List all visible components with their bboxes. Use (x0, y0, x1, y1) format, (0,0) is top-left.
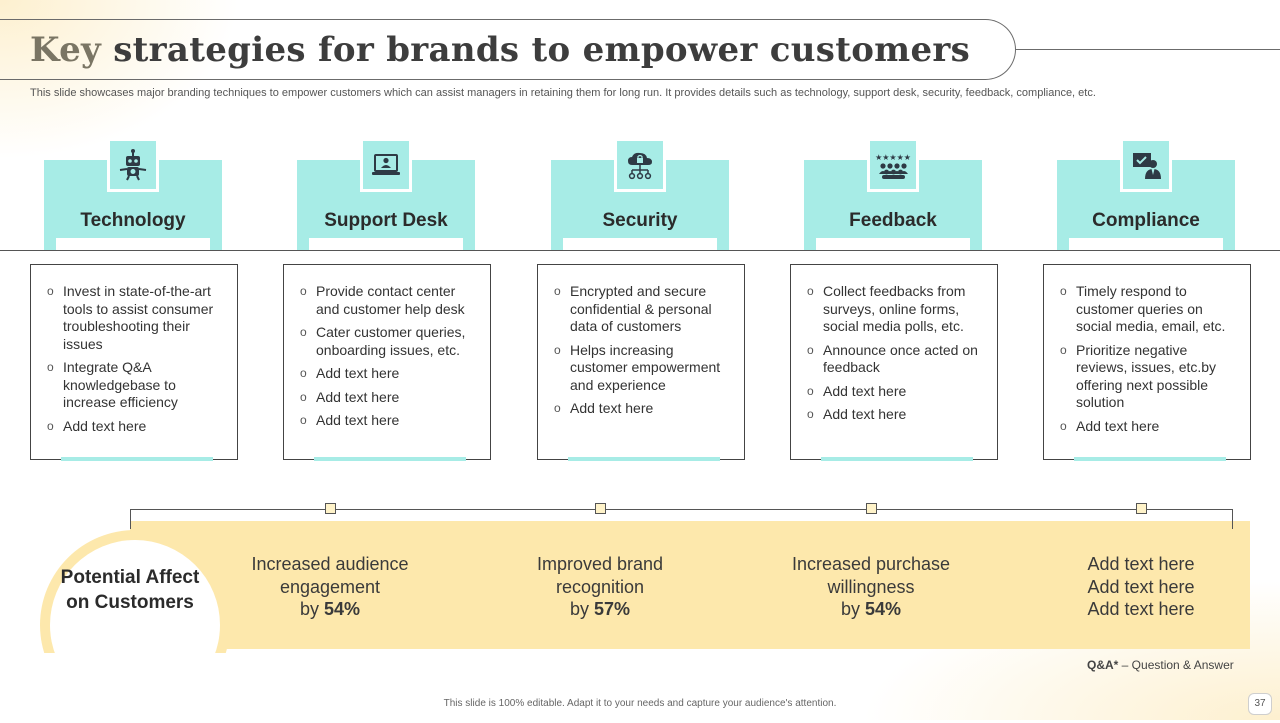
impact-line: Add text here (1087, 576, 1195, 597)
impact-line: Increased audience (251, 554, 409, 574)
column-label: Feedback (849, 210, 937, 231)
timeline-line (130, 509, 1233, 510)
bullet-item: Add text here (1058, 418, 1240, 436)
timeline-tick (1232, 509, 1233, 529)
page-title: Key strategies for brands to empower cus… (30, 30, 970, 70)
column-header-technology: Technology (44, 160, 222, 253)
bullet-item: Add text here (298, 412, 480, 430)
footnote-text: – Question & Answer (1118, 658, 1234, 672)
bullet-list: Encrypted and secure confidential & pers… (552, 283, 734, 418)
bullet-item: Add text here (805, 406, 987, 424)
bullet-item: Add text here (45, 418, 227, 436)
arrow-bar (309, 232, 469, 253)
impact-item: Add text here Add text here Add text her… (1031, 553, 1251, 621)
arrow-bar (1069, 232, 1229, 253)
card-accent (61, 457, 213, 461)
arrow-bar (816, 232, 976, 253)
bullet-item: Integrate Q&A knowledgebase to increase … (45, 359, 227, 412)
bullet-item: Invest in state-of-the-art tools to assi… (45, 283, 227, 353)
timeline-marker (1136, 503, 1147, 514)
bullet-item: Encrypted and secure confidential & pers… (552, 283, 734, 336)
bullet-item: Add text here (552, 400, 734, 418)
column-label: Security (602, 210, 678, 231)
bullet-item: Provide contact center and customer help… (298, 283, 480, 318)
timeline-tick (130, 509, 131, 529)
bullet-list: Collect feedbacks from surveys, online f… (805, 283, 987, 424)
strategy-card-support-desk: Provide contact center and customer help… (283, 264, 491, 461)
rating-crowd-icon: ★★★★★ (867, 138, 919, 192)
page-number: 37 (1248, 693, 1272, 715)
circle-mask (0, 653, 300, 723)
strategy-card-technology: Invest in state-of-the-art tools to assi… (30, 264, 238, 461)
impact-value: 54% (864, 599, 902, 619)
impact-value-line: by 54% (761, 598, 981, 621)
impact-line: Add text here (1087, 554, 1195, 574)
card-accent (568, 457, 720, 461)
strategy-card-security: Encrypted and secure confidential & pers… (537, 264, 745, 461)
column-label: Compliance (1092, 210, 1200, 231)
impact-band (130, 521, 1250, 649)
impact-line: recognition (555, 576, 645, 597)
title-first-word: Key (30, 30, 102, 70)
svg-text:★★★★★: ★★★★★ (875, 153, 911, 162)
bullet-item: Announce once acted on feedback (805, 342, 987, 377)
impact-value: 57% (593, 599, 631, 619)
bullet-list: Provide contact center and customer help… (298, 283, 480, 430)
header-divider (0, 250, 1280, 251)
arrow-bar (56, 232, 216, 253)
bullet-list: Invest in state-of-the-art tools to assi… (45, 283, 227, 435)
card-accent (821, 457, 973, 461)
corner-decoration (0, 0, 240, 160)
impact-prefix: by (299, 599, 324, 619)
arrow-bar (563, 232, 723, 253)
bullet-item: Add text here (805, 383, 987, 401)
impact-line: Increased purchase (791, 554, 951, 574)
impact-item: Increased audience engagement by 54% (220, 553, 440, 621)
column-label: Support Desk (324, 210, 448, 231)
page-subtitle: This slide showcases major branding tech… (30, 87, 1096, 99)
impact-line: Improved brand (536, 554, 664, 574)
bullet-item: Add text here (298, 389, 480, 407)
cloud-lock-icon (614, 138, 666, 192)
title-rest: strategies for brands to empower custome… (101, 30, 971, 70)
strategy-card-feedback: Collect feedbacks from surveys, online f… (790, 264, 998, 461)
title-rule (1015, 49, 1280, 50)
impact-value: Add text here (1087, 599, 1195, 619)
footnote-abbr: Q&A* (1087, 658, 1119, 672)
timeline-marker (595, 503, 606, 514)
bullet-item: Add text here (298, 365, 480, 383)
strategy-card-compliance: Timely respond to customer queries on so… (1043, 264, 1251, 461)
impact-value-line: by 57% (490, 598, 710, 621)
footer-note: This slide is 100% editable. Adapt it to… (443, 698, 837, 709)
impact-line: willingness (827, 576, 915, 597)
impact-value: 54% (323, 599, 361, 619)
timeline-marker (866, 503, 877, 514)
compliance-person-icon (1120, 138, 1172, 192)
bullet-item: Prioritize negative reviews, issues, etc… (1058, 342, 1240, 412)
impact-item: Increased purchase willingness by 54% (761, 553, 981, 621)
bullet-item: Timely respond to customer queries on so… (1058, 283, 1240, 336)
impact-item: Improved brand recognition by 57% (490, 553, 710, 621)
impact-circle-label: Potential Affect on Customers (60, 567, 200, 613)
bullet-list: Timely respond to customer queries on so… (1058, 283, 1240, 435)
timeline-marker (325, 503, 336, 514)
footnote: Q&A* – Question & Answer (1087, 658, 1234, 672)
impact-value-line: Add text here (1031, 598, 1251, 621)
bullet-item: Collect feedbacks from surveys, online f… (805, 283, 987, 336)
bullet-item: Helps increasing customer empowerment an… (552, 342, 734, 395)
bullet-item: Cater customer queries, onboarding issue… (298, 324, 480, 359)
impact-line: engagement (279, 576, 381, 597)
column-label: Technology (80, 210, 186, 231)
impact-value-line: by 54% (220, 598, 440, 621)
card-accent (314, 457, 466, 461)
laptop-support-icon (360, 138, 412, 192)
robot-icon (107, 138, 159, 192)
impact-prefix: by (569, 599, 594, 619)
impact-prefix: by (840, 599, 865, 619)
card-accent (1074, 457, 1226, 461)
